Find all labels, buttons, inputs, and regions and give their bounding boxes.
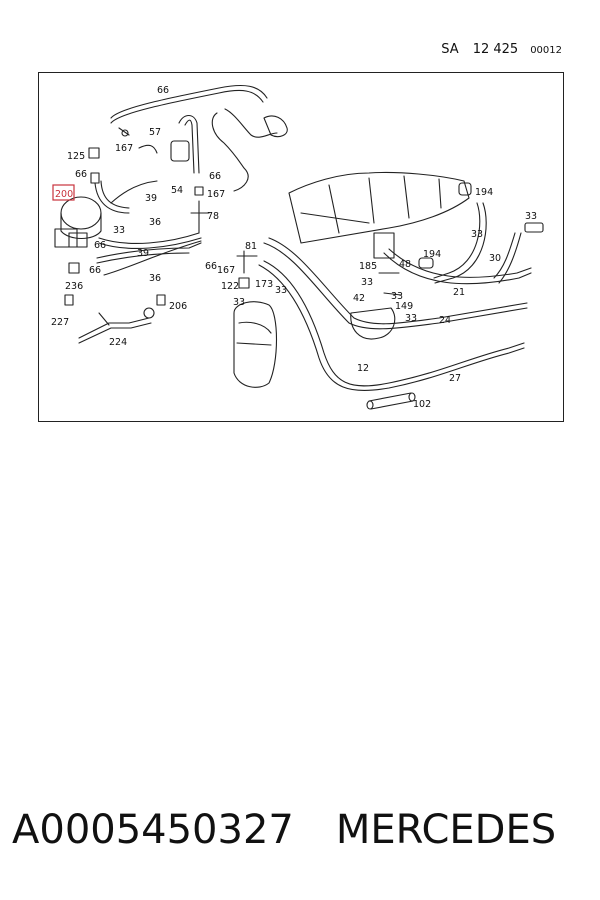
brand-name: MERCEDES (335, 807, 557, 853)
part-label: 185 (359, 261, 377, 272)
part-label: 66 (75, 169, 87, 180)
part-label: 125 (67, 151, 85, 162)
part-label: 33 (405, 313, 417, 324)
part-label: 27 (449, 373, 461, 384)
part-label: 66 (157, 85, 169, 96)
part-label: 54 (171, 185, 183, 196)
part-label: 78 (207, 211, 219, 222)
hose-top (110, 84, 268, 119)
part-label: 66 (205, 261, 217, 272)
part-label: 33 (361, 277, 373, 288)
header-code: 12 425 (472, 42, 519, 57)
part-label: 167 (115, 143, 133, 154)
part-label: 33 (471, 229, 483, 240)
part-label: 39 (137, 248, 149, 259)
part-label: 167 (207, 189, 225, 200)
part-number: A0005450327 (12, 807, 294, 853)
part-label: 33 (525, 211, 537, 222)
part-label: 33 (275, 285, 287, 296)
part-label: 21 (453, 287, 465, 298)
part-label: 149 (395, 301, 413, 312)
part-label: 227 (51, 317, 69, 328)
footer: A0005450327 MERCEDES (12, 800, 592, 860)
part-label: 236 (65, 281, 83, 292)
part-label: 33 (233, 297, 245, 308)
highlighted-part-label: 200 (55, 189, 73, 200)
part-label: 33 (113, 225, 125, 236)
part-label: 194 (475, 187, 493, 198)
part-label: 12 (357, 363, 369, 374)
part-label: 122 (221, 281, 239, 292)
part-label: 66 (89, 265, 101, 276)
part-label: 42 (353, 293, 365, 304)
part-label: 36 (149, 273, 161, 284)
header-sequence: 00012 (530, 45, 562, 56)
part-label: 102 (413, 399, 431, 410)
part-label: 39 (145, 193, 157, 204)
part-label: 81 (245, 241, 257, 252)
part-label: 48 (399, 259, 411, 270)
diagram-header: SA 12 425 00012 (441, 42, 562, 57)
part-label: 33 (391, 291, 403, 302)
part-label: 66 (209, 171, 221, 182)
part-label: 224 (109, 337, 127, 348)
part-label: 66 (94, 240, 106, 251)
part-label: 36 (149, 217, 161, 228)
part-label: 173 (255, 279, 273, 290)
part-label: 24 (439, 315, 451, 326)
header-prefix: SA (441, 42, 459, 57)
part-label: 57 (149, 127, 161, 138)
highlight-box (52, 184, 75, 201)
part-label: 194 (423, 249, 441, 260)
part-label: 30 (489, 253, 501, 264)
part-label: 206 (169, 301, 187, 312)
part-label: 167 (217, 265, 235, 276)
